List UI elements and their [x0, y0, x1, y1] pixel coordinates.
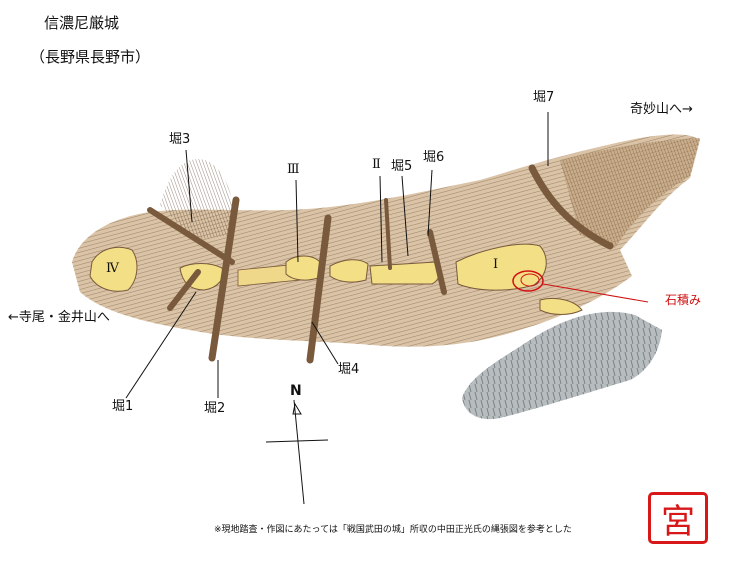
- bailey-1-label: Ⅰ: [493, 257, 499, 272]
- source-note: ※現地踏査・作図にあたっては「戦国武田の城」所収の中田正光氏の縄張図を参考とした: [214, 525, 572, 535]
- bailey-3-label: Ⅲ: [287, 162, 300, 177]
- artist-seal: 宮: [648, 492, 708, 544]
- stonework-label: 石積み: [665, 293, 702, 307]
- north-arrow-head: [292, 402, 302, 415]
- moat-5-label: 堀5: [391, 159, 413, 174]
- moat-6: [427, 229, 447, 295]
- moat-2: [208, 196, 240, 362]
- direction-east-label: 奇妙山へ→: [630, 102, 693, 117]
- map-location: （長野県長野市）: [30, 48, 151, 66]
- moat-4-label: 堀4: [338, 362, 360, 377]
- bailey-2-label: Ⅱ: [372, 157, 381, 172]
- moat-1: [167, 269, 201, 311]
- stonework-marker-inner: [520, 273, 540, 287]
- moat-7-label: 堀7: [533, 90, 555, 105]
- moat-2-label: 堀2: [204, 401, 226, 416]
- rock-cliff-texture: [462, 311, 662, 420]
- north-arrow-crossbar: [265, 439, 329, 443]
- bailey-3: [285, 255, 321, 281]
- north-label: N: [290, 383, 302, 399]
- leader-moat-4: [311, 321, 339, 365]
- bailey-east-tip: [539, 297, 583, 315]
- stonework-marker: [512, 270, 544, 292]
- moat-5: [384, 198, 392, 270]
- moat-3: [147, 207, 235, 265]
- moat-7: [528, 164, 614, 250]
- leader-bailey-2: [379, 175, 383, 263]
- leader-bailey-3: [295, 179, 299, 263]
- north-arrow-shaft: [293, 399, 305, 505]
- north-spur: [160, 159, 234, 240]
- moat-1-label: 堀1: [112, 399, 134, 414]
- bailey-between-3-2: [329, 259, 369, 283]
- stonework-leader: [542, 283, 649, 303]
- east-slope-hatch: [560, 138, 700, 248]
- leader-moat-3: [185, 149, 193, 223]
- map-title: 信濃尼厳城: [44, 14, 120, 32]
- bailey-4: [89, 246, 138, 292]
- direction-west-label: ←寺尾・金井山へ: [8, 310, 110, 325]
- moat-6-label: 堀6: [423, 150, 445, 165]
- leader-moat-6: [427, 169, 433, 237]
- leader-moat-5: [401, 175, 409, 257]
- bailey-2: [369, 261, 440, 285]
- bailey-1: [455, 243, 547, 291]
- moat-4: [306, 214, 332, 364]
- bailey-4-label: Ⅳ: [106, 261, 119, 276]
- leader-moat-1: [125, 291, 197, 399]
- seal-glyph: 宮: [661, 501, 695, 542]
- moat-3-label: 堀3: [169, 132, 191, 147]
